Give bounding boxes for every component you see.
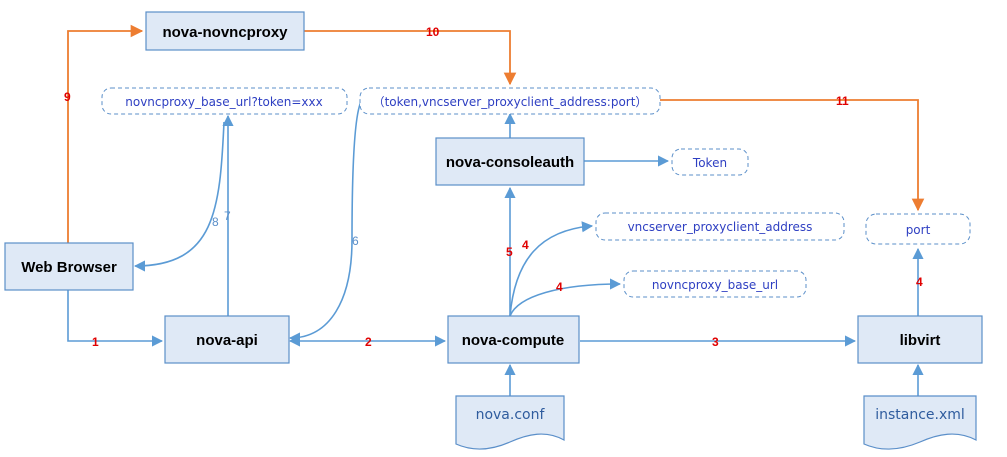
step-label-7: 7 (224, 209, 231, 223)
node-nova-novncproxy: nova-novncproxy (145, 11, 305, 51)
pill-base-url: novncproxy_base_url (623, 270, 807, 298)
arrow-step-4-vnc (509, 221, 594, 317)
node-nova-api-label: nova-api (196, 332, 258, 349)
pill-base-url-token: novncproxy_base_url?token=xxx (101, 87, 348, 115)
step-label-5: 5 (506, 245, 513, 259)
node-nova-api: nova-api (164, 315, 290, 364)
arrow-step-4-baseurl (509, 278, 622, 317)
pill-token-label: Token (692, 156, 727, 170)
node-nova-consoleauth-label: nova-consoleauth (446, 154, 574, 171)
node-libvirt: libvirt (857, 315, 983, 364)
arrow-step-6 (288, 99, 363, 344)
pill-token-tuple-label: （token,vncserver_proxyclient_address:por… (373, 95, 648, 109)
step-label-4-port: 4 (916, 275, 923, 289)
pill-base-url-label: novncproxy_base_url (652, 278, 778, 292)
doc-instance-xml-label: instance.xml (875, 407, 965, 423)
node-libvirt-label: libvirt (900, 332, 941, 349)
arrow-step-8 (133, 121, 225, 272)
node-web-browser-label: Web Browser (21, 259, 117, 276)
pill-token-tuple: （token,vncserver_proxyclient_address:por… (359, 87, 661, 115)
arrow-step-10 (304, 30, 517, 86)
step-label-8: 8 (212, 215, 219, 229)
step-label-11: 11 (836, 94, 849, 108)
node-nova-compute: nova-compute (447, 315, 580, 364)
step-label-10: 10 (426, 25, 440, 39)
step-label-2: 2 (365, 335, 372, 349)
node-nova-consoleauth: nova-consoleauth (435, 137, 585, 186)
node-nova-novncproxy-label: nova-novncproxy (162, 24, 288, 41)
doc-nova-conf-label: nova.conf (476, 407, 546, 423)
pill-port-label: port (906, 223, 931, 237)
pill-vnc-address-label: vncserver_proxyclient_address (628, 220, 813, 234)
node-nova-compute-label: nova-compute (462, 332, 565, 349)
step-label-1: 1 (92, 335, 99, 349)
pill-vnc-address: vncserver_proxyclient_address (595, 212, 845, 241)
node-web-browser: Web Browser (4, 242, 134, 291)
pill-token: Token (671, 148, 749, 176)
pill-port: port (865, 213, 971, 245)
arrow-step-1 (67, 290, 164, 347)
arrow-step-11 (660, 99, 925, 212)
step-label-9: 9 (64, 90, 71, 104)
step-label-4-vnc: 4 (522, 238, 529, 252)
step-label-3: 3 (712, 335, 719, 349)
arrow-step-9 (67, 24, 144, 243)
doc-nova-conf: nova.conf (455, 395, 565, 450)
pill-base-url-token-label: novncproxy_base_url?token=xxx (125, 95, 322, 109)
step-label-4-baseurl: 4 (556, 280, 563, 294)
doc-instance-xml: instance.xml (863, 395, 977, 450)
step-label-6: 6 (352, 234, 359, 248)
